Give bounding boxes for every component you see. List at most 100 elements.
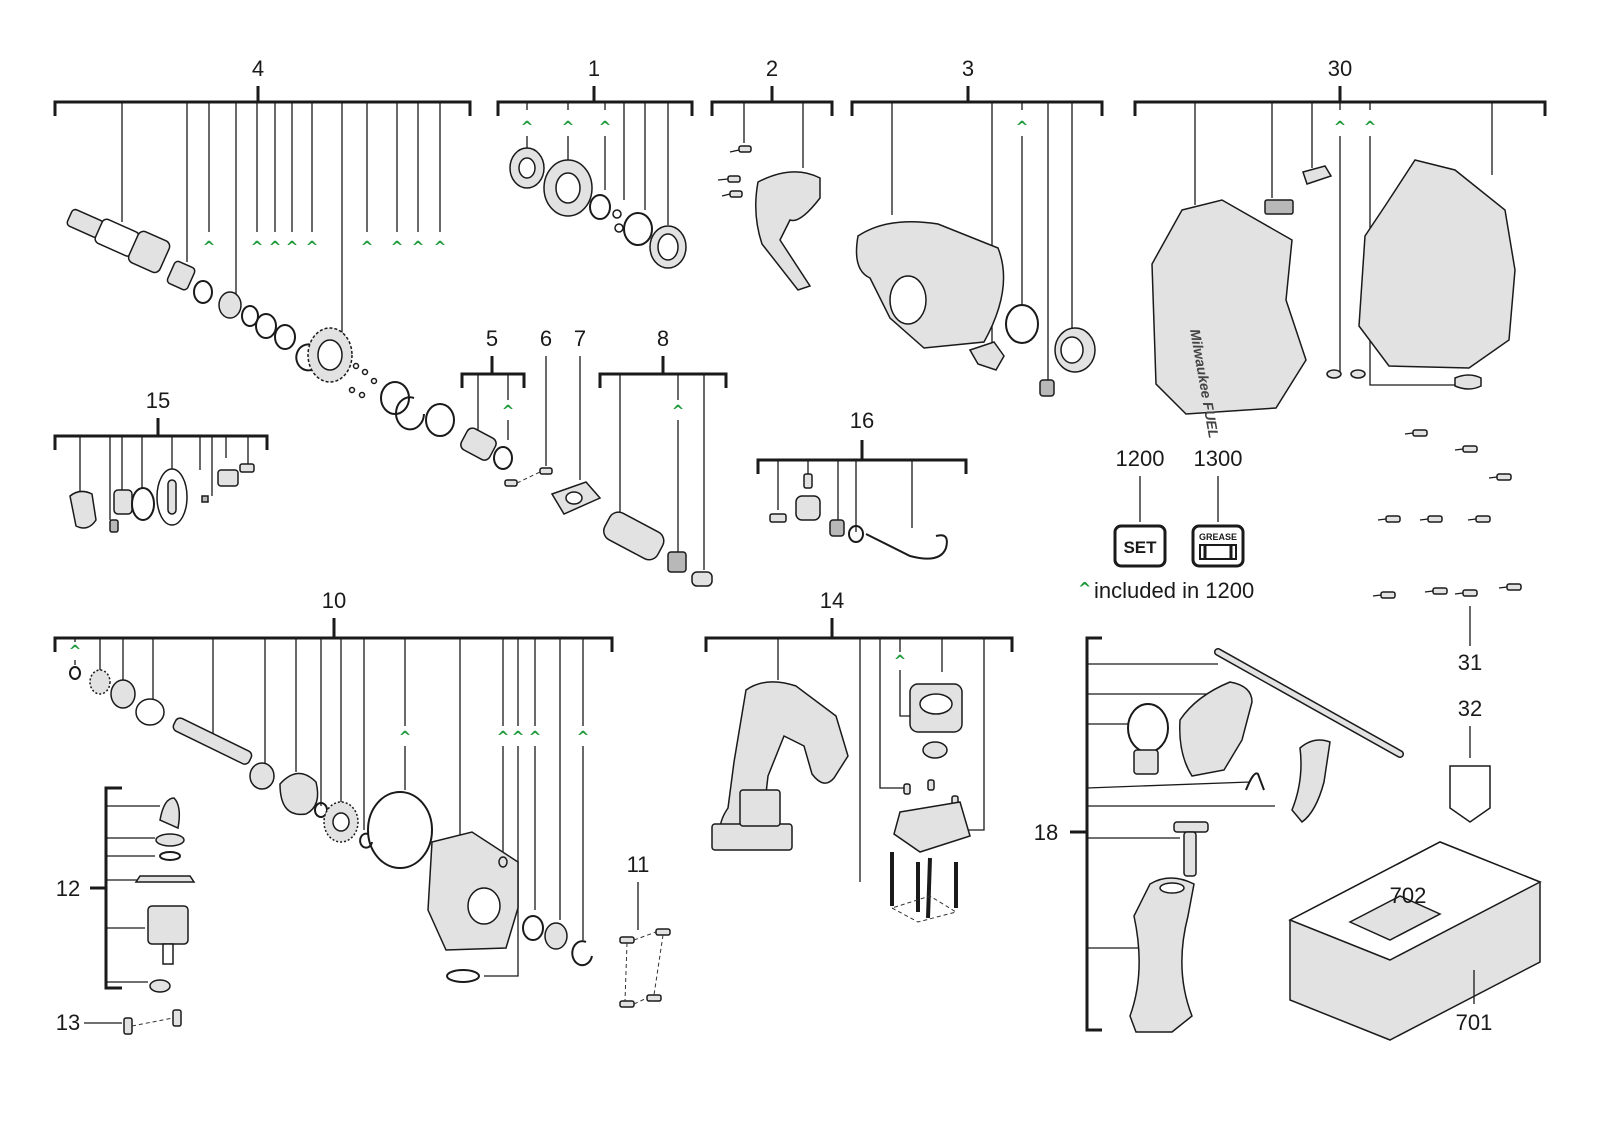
o-ring-icon [193,280,213,304]
caret-included-icon: ^ [599,118,612,136]
set-icon: SET [1113,524,1167,568]
screw-icon [1404,429,1428,437]
cylinder-icon [603,511,665,561]
group-12-bracket [90,786,122,990]
group-4-parts [66,208,455,437]
case-handle-icon [1348,895,1442,941]
caret-included-icon: ^ [434,238,447,256]
group-11: 11 [619,852,671,1008]
screw-icon [123,1017,133,1035]
cap-icon [543,159,593,217]
group-702-label: 702 [1390,883,1427,908]
caret-included-icon: ^ [521,118,534,136]
group-14: 14 ^ [704,588,1014,923]
group-10-bracket [53,618,614,652]
carrying-case: 702 701 [1288,841,1542,1041]
o-ring-icon [131,487,155,521]
side-handle-cap-icon [1159,882,1185,894]
retaining-ring-icon [571,940,593,967]
clip-icon [968,341,1005,371]
handle-bolt-icon [1173,821,1209,877]
group-16-bracket [756,440,968,474]
ball-icon [498,856,508,868]
caret-included-icon: ^ [562,118,575,136]
group-10-parts [69,666,593,983]
group-3-bracket [850,86,1104,116]
caret-included-icon: ^ [497,728,510,746]
group-4-leaders [121,102,441,340]
housing-left-half-icon [1151,199,1307,415]
group-12: 12 [56,786,196,993]
o-ring-icon [274,324,296,350]
group-16-label: 16 [850,408,874,433]
large-o-ring-icon [367,791,433,869]
group-31-label: 31 [1458,650,1482,675]
group-14-label: 14 [820,588,844,613]
spring-clip-icon [1245,772,1265,791]
group-1-parts [509,147,687,269]
group-1-bracket [496,86,694,116]
leader-line [960,638,985,831]
screw-icon [1372,591,1396,599]
dashed-link [624,931,664,1005]
armature-icon [147,905,189,965]
switch-module-icon [739,789,781,827]
group-1-label: 1 [588,56,600,81]
o-ring-icon [589,194,611,220]
caret-included-icon: ^ [391,238,404,256]
caret-included-icon: ^ [502,402,515,420]
group-16: 16 [756,408,968,560]
screw-icon [504,479,518,487]
clamp-band-icon [1127,703,1169,775]
magnet-icon [922,741,948,759]
dashed-link [131,1017,174,1027]
screw-icon [619,936,635,944]
long-screws-icon [890,852,958,919]
motor-mount-icon [893,801,971,853]
spring-icon [201,495,209,503]
group-5-label: 5 [486,326,498,351]
handle-grip-insert-icon [1291,739,1331,824]
screw-icon [1454,589,1478,597]
group-32: 32 [1449,696,1491,823]
note-caret-icon: ^ [1078,579,1091,598]
wobble-plate-icon [279,772,319,816]
group-2-label: 2 [766,56,778,81]
group-3-label: 3 [962,56,974,81]
pinion-gear-icon [89,669,111,695]
caret-included-icon: ^ [1334,118,1347,136]
group-1-leaders [526,102,669,225]
lever-icon [217,469,239,487]
caret-included-icon: ^ [203,238,216,256]
leader-line [879,638,905,789]
o-ring-icon [1005,304,1039,344]
caret-included-icon: ^ [286,238,299,256]
retaining-ring-icon [395,396,425,431]
caret-included-icon: ^ [1364,118,1377,136]
group-15-label: 15 [146,388,170,413]
caret-included-icon: ^ [1016,118,1029,136]
caret-included-icon: ^ [399,728,412,746]
gear-icon [323,801,359,843]
group-6-7: 6 7 [504,326,602,515]
bushing-icon [1054,327,1096,373]
group-10-leaders [74,638,584,977]
fuel-badge-icon [1264,199,1294,215]
pin-icon [1350,369,1366,379]
group-10: 10 ^ ^ ^ ^ ^ ^ [53,588,614,983]
wiring-harness-icon [719,681,849,849]
selector-disc-icon [156,468,188,526]
housing-bore-icon [889,275,927,325]
screw-icon [655,928,671,936]
group-4-label: 4 [252,56,264,81]
group-30: 30 ^ ^ Milwaukee FUEL [1133,56,1547,439]
screw-icon [239,463,255,473]
pin-icon [1326,369,1342,379]
o-ring-icon [314,802,328,818]
group-8-label: 8 [657,326,669,351]
group-18-bracket [1070,636,1102,1032]
gearbox-housing-icon [427,831,519,951]
o-ring-icon [848,525,864,543]
spring-icon [109,519,119,533]
plate-bore-icon [565,491,583,505]
